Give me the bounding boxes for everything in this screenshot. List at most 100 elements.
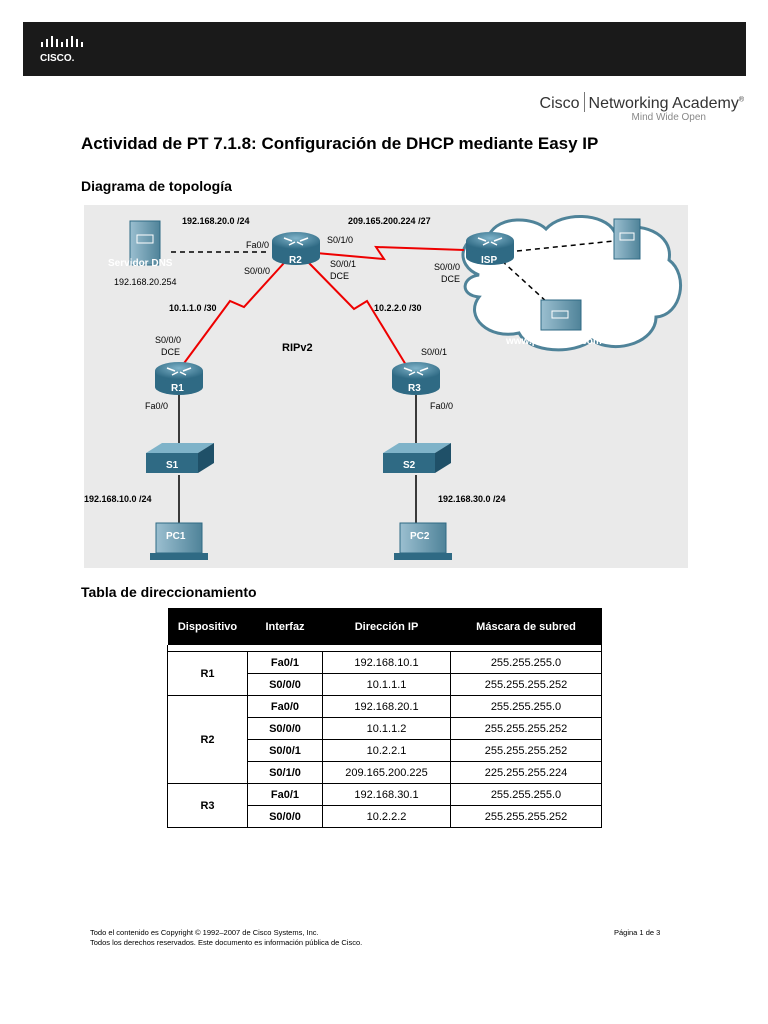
label-r3: R3 (408, 383, 421, 394)
label-r2-s001: S0/0/1 (330, 259, 356, 269)
table-heading: Tabla de direccionamiento (81, 584, 257, 600)
page-number: Página 1 de 3 (614, 928, 661, 937)
label-net-r2-dns: 192.168.20.0 /24 (182, 216, 250, 226)
dns-server-icon (129, 220, 161, 266)
r1-router-icon (155, 362, 203, 395)
table-header-row: Dispositivo Interfaz Dirección IP Máscar… (167, 608, 602, 645)
academy-name: Networking Academy (588, 95, 739, 112)
label-net-r2-r3: 10.2.2.0 /30 (374, 303, 422, 313)
topology-heading: Diagrama de topología (81, 178, 232, 194)
footer-line-1: Todo el contenido es Copyright © 1992–20… (90, 928, 319, 937)
mask-cell: 255.255.255.0 (450, 651, 602, 674)
label-r2: R2 (289, 255, 302, 266)
table-row: S0/0/0 10.1.1.1 255.255.255.252 (168, 673, 602, 696)
label-net-r1-lan: 192.168.10.0 /24 (84, 494, 152, 504)
label-dns-ip: 192.168.20.254 (114, 277, 177, 287)
label-r1-fa00: Fa0/0 (145, 401, 168, 411)
device-cell: R1 (167, 651, 248, 696)
label-r1-s000: S0/0/0 (155, 335, 181, 345)
ip-cell: 10.1.1.2 (322, 717, 451, 740)
label-s1: S1 (166, 460, 179, 471)
mask-cell: 255.255.255.0 (450, 695, 602, 718)
interface-cell: Fa0/1 (247, 783, 323, 806)
cisco-logo: CISCO. (40, 36, 83, 64)
header-direccion-ip: Dirección IP (322, 608, 451, 645)
mask-cell: 255.255.255.252 (450, 739, 602, 762)
label-www-cisco: www.cisco.com (588, 261, 664, 272)
table-row: R3 Fa0/1 192.168.30.1 255.255.255.0 (167, 783, 602, 828)
mask-cell: 255.255.255.252 (450, 717, 602, 740)
pc1-icon (150, 522, 208, 560)
header-interfaz: Interfaz (247, 608, 323, 645)
cisco-server-icon (613, 218, 641, 260)
label-pc2: PC2 (410, 531, 430, 542)
label-www-publicsite: www.publicsite.com (505, 336, 602, 347)
header-bar: CISCO. (23, 22, 746, 76)
link-r1-r2 (178, 262, 285, 371)
ip-cell: 192.168.30.1 (322, 783, 451, 806)
table-row: R1 Fa0/1 192.168.10.1 255.255.255.0 (167, 651, 602, 696)
table-row: S0/0/1 10.2.2.1 255.255.255.252 (168, 739, 602, 762)
ip-cell: 209.165.200.225 (322, 761, 451, 784)
label-net-r1-r2: 10.1.1.0 /30 (169, 303, 217, 313)
label-r2-fa00: Fa0/0 (246, 240, 269, 250)
label-ripv2: RIPv2 (282, 342, 313, 354)
label-dns-server: Servidor DNS (108, 258, 173, 269)
label-r2-s010: S0/1/0 (327, 235, 353, 245)
table-row: R2 Fa0/0 192.168.20.1 255.255.255.0 (167, 695, 602, 784)
interface-cell: Fa0/0 (247, 695, 323, 718)
footer-line-2: Todos los derechos reservados. Este docu… (90, 938, 363, 947)
topology-diagram: 192.168.20.0 /24 209.165.200.224 /27 Ser… (84, 205, 688, 568)
header-mascara: Máscara de subred (450, 608, 602, 645)
label-isp-dce: DCE (441, 274, 460, 284)
interface-cell: S0/0/1 (247, 739, 323, 762)
device-cell: R3 (167, 783, 248, 828)
footer-copyright: Todo el contenido es Copyright © 1992–20… (90, 928, 362, 948)
label-s2: S2 (403, 460, 416, 471)
label-r3-fa00: Fa0/0 (430, 401, 453, 411)
r3-router-icon (392, 362, 440, 395)
ip-cell: 10.2.2.2 (322, 805, 451, 828)
mask-cell: 255.255.255.252 (450, 805, 602, 828)
link-isp-cisco (516, 240, 615, 252)
label-net-r3-lan: 192.168.30.0 /24 (438, 494, 506, 504)
link-r2-r3 (308, 262, 407, 366)
mask-cell: 255.255.255.252 (450, 673, 602, 696)
academy-name-cisco: Cisco (539, 95, 580, 112)
label-pc1: PC1 (166, 531, 186, 542)
label-r1: R1 (171, 383, 184, 394)
table-row: S0/1/0 209.165.200.225 225.255.255.224 (168, 761, 602, 784)
page-title: Actividad de PT 7.1.8: Configuración de … (81, 134, 599, 153)
device-cell: R2 (167, 695, 248, 784)
ip-cell: 10.2.2.1 (322, 739, 451, 762)
ip-cell: 10.1.1.1 (322, 673, 451, 696)
link-r2-isp (315, 245, 465, 261)
academy-tagline: Mind Wide Open (631, 112, 706, 123)
s2-switch-icon (383, 443, 451, 473)
mask-cell: 225.255.255.224 (450, 761, 602, 784)
r2-router-icon (272, 232, 320, 265)
link-isp-publicsite (501, 260, 549, 304)
table-row: S0/0/0 10.2.2.2 255.255.255.252 (168, 805, 602, 828)
interface-cell: S0/0/0 (247, 805, 323, 828)
ip-cell: 192.168.20.1 (322, 695, 451, 718)
label-r3-s001: S0/0/1 (421, 347, 447, 357)
label-r2-dce: DCE (330, 271, 349, 281)
label-r2-s000: S0/0/0 (244, 266, 270, 276)
label-isp-s000: S0/0/0 (434, 262, 460, 272)
publicsite-server-icon (540, 299, 582, 331)
label-isp: ISP (481, 255, 497, 266)
interface-cell: S0/0/0 (247, 673, 323, 696)
label-net-r2-isp: 209.165.200.224 /27 (348, 216, 431, 226)
cisco-logo-text: CISCO. (40, 53, 75, 64)
addressing-table: Dispositivo Interfaz Dirección IP Máscar… (167, 608, 602, 828)
ip-cell: 192.168.10.1 (322, 651, 451, 674)
label-r1-dce: DCE (161, 347, 180, 357)
header-dispositivo: Dispositivo (167, 608, 248, 645)
mask-cell: 255.255.255.0 (450, 783, 602, 806)
isp-router-icon (466, 232, 514, 265)
interface-cell: S0/1/0 (247, 761, 323, 784)
pc2-icon (394, 522, 452, 560)
interface-cell: S0/0/0 (247, 717, 323, 740)
